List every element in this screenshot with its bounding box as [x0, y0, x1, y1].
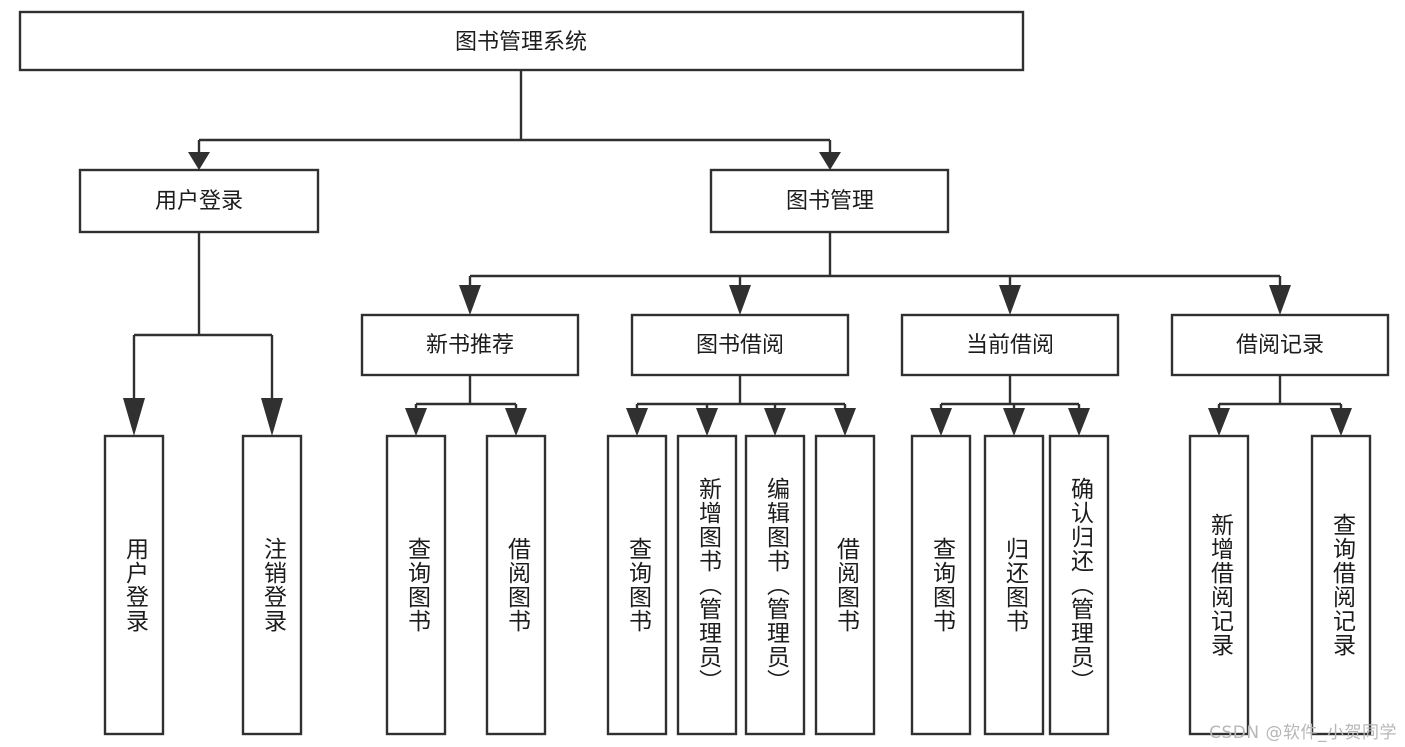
arrow-head-user-login — [188, 152, 210, 170]
node-borrow-record[interactable]: 借阅记录 — [1170, 313, 1390, 377]
leaf-box-layer — [103, 434, 1372, 736]
arrow-head-borrow-record — [1269, 285, 1291, 315]
node-book-management-label: 图书管理 — [786, 189, 874, 214]
node-book-management-box[interactable] — [709, 168, 950, 234]
node-leaf-add-record-box[interactable] — [1188, 434, 1250, 736]
node-root-label: 图书管理系统 — [455, 30, 587, 55]
connector-layer — [123, 70, 1352, 436]
node-leaf-logout-box[interactable] — [241, 434, 303, 736]
node-new-book-recommend-box[interactable] — [360, 313, 580, 377]
node-leaf-user-login-box[interactable] — [103, 434, 165, 736]
node-leaf-query-book-2-box[interactable] — [606, 434, 668, 736]
node-leaf-borrow-book-1-box[interactable] — [485, 434, 547, 736]
node-book-management[interactable]: 图书管理 — [709, 168, 950, 234]
connector-user-login-trunk — [132, 232, 274, 402]
arrow-head-leaf-logout — [261, 398, 283, 436]
arrow-head-leaf-confirm-return — [1068, 408, 1090, 436]
node-user-login[interactable]: 用户登录 — [78, 168, 320, 234]
arrow-head-leaf-edit-book — [764, 408, 786, 436]
node-book-borrow-box[interactable] — [630, 313, 850, 377]
connector-book-borrow-trunk — [635, 375, 847, 412]
arrow-head-leaf-add-book — [696, 408, 718, 436]
node-new-book-recommend[interactable]: 新书推荐 — [360, 313, 580, 377]
connector-book-management-trunk — [468, 232, 1282, 288]
arrow-head-new-book-recommend — [459, 285, 481, 315]
arrow-head-book-borrow — [729, 285, 751, 315]
node-leaf-add-book-box[interactable] — [676, 434, 738, 736]
connector-new-book-recommend-trunk — [414, 375, 518, 412]
node-current-borrow[interactable]: 当前借阅 — [900, 313, 1120, 377]
arrow-head-current-borrow — [999, 285, 1021, 315]
node-book-borrow-label: 图书借阅 — [696, 333, 784, 358]
arrow-head-leaf-query-book-3 — [930, 408, 952, 436]
node-leaf-return-book-box[interactable] — [983, 434, 1045, 736]
node-leaf-borrow-book-2-box[interactable] — [814, 434, 876, 736]
connector-borrow-record-trunk — [1217, 375, 1343, 412]
connector-current-borrow-trunk — [939, 375, 1081, 412]
node-leaf-query-book-1-box[interactable] — [385, 434, 447, 736]
node-new-book-recommend-label: 新书推荐 — [426, 333, 514, 358]
node-book-borrow[interactable]: 图书借阅 — [630, 313, 850, 377]
arrow-head-leaf-user-login — [123, 398, 145, 436]
node-user-login-label: 用户登录 — [155, 189, 243, 214]
node-root-box[interactable] — [18, 10, 1025, 72]
arrow-head-leaf-borrow-book-2 — [834, 408, 856, 436]
node-current-borrow-box[interactable] — [900, 313, 1120, 377]
arrow-head-leaf-return-book — [1003, 408, 1025, 436]
node-root[interactable]: 图书管理系统 — [18, 10, 1025, 72]
arrow-head-leaf-query-book-1 — [405, 408, 427, 436]
arrow-head-book-management — [819, 152, 841, 170]
node-user-login-box[interactable] — [78, 168, 320, 234]
node-leaf-edit-book-box[interactable] — [744, 434, 806, 736]
connector-root-trunk — [197, 70, 832, 156]
node-borrow-record-label: 借阅记录 — [1236, 333, 1324, 358]
arrow-head-leaf-borrow-book-1 — [505, 408, 527, 436]
node-current-borrow-label: 当前借阅 — [966, 333, 1054, 358]
arrow-head-leaf-query-record — [1330, 408, 1352, 436]
node-borrow-record-box[interactable] — [1170, 313, 1390, 377]
watermark: CSDN @软件_小贺同学 — [1209, 723, 1397, 743]
node-leaf-confirm-return-box[interactable] — [1048, 434, 1110, 736]
node-leaf-query-record-box[interactable] — [1310, 434, 1372, 736]
arrow-head-leaf-query-book-2 — [626, 408, 648, 436]
arrow-head-leaf-add-record — [1208, 408, 1230, 436]
node-leaf-query-book-3-box[interactable] — [910, 434, 972, 736]
